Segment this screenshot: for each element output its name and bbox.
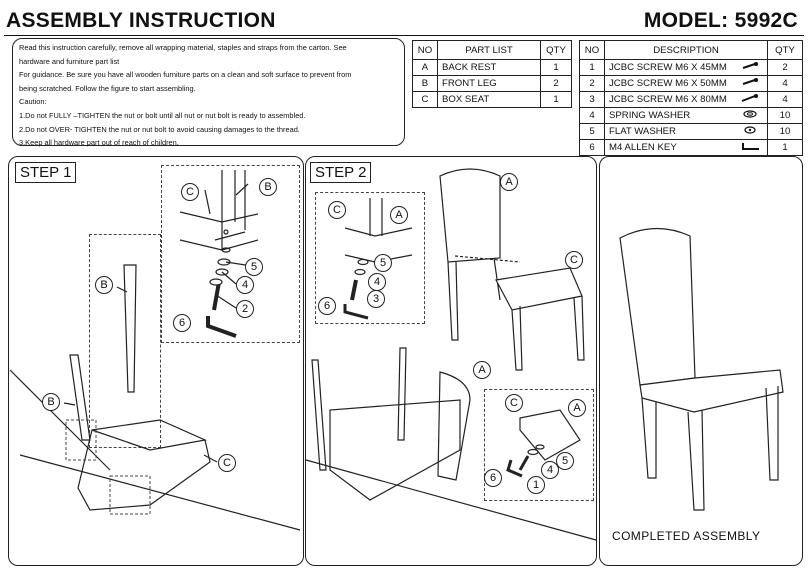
step1-label: STEP 1 (15, 162, 77, 183)
intro-line: being scratched. Follow the figure to st… (19, 83, 196, 93)
table-row: C BOX SEAT 1 (412, 91, 572, 108)
callout-1: 1 (527, 476, 545, 494)
callout-c: C (505, 394, 523, 412)
callout-5: 5 (556, 452, 574, 470)
callout-a: A (568, 399, 586, 417)
completed-panel (599, 156, 803, 566)
intro-line: 3.Keep all hardware part out of reach of… (19, 138, 179, 148)
step2-panel (305, 156, 597, 566)
table-header-row: NO PART LIST QTY (412, 40, 572, 60)
completed-leg-front-right (687, 409, 705, 511)
intro-line: hardware and furniture part list (19, 56, 120, 66)
callout-c: C (565, 251, 583, 269)
backrest-lower (437, 371, 471, 481)
intro-line: Caution: (19, 97, 47, 107)
callout-4: 4 (368, 273, 386, 291)
table-header-row: NO DESCRIPTION QTY (579, 40, 803, 60)
step2-detail-frame (315, 192, 425, 324)
allen-key-icon (737, 139, 768, 156)
table-row: B FRONT LEG 2 (412, 75, 572, 92)
hw-no: 3 (579, 91, 605, 108)
table-row: 6 M4 ALLEN KEY 1 (579, 139, 803, 156)
header-divider (4, 35, 804, 36)
completed-leg-back (765, 386, 779, 481)
callout-6: 6 (318, 297, 336, 315)
callout-b: B (259, 178, 277, 196)
completed-assembly-caption: COMPLETED ASSEMBLY (612, 529, 761, 543)
callout-b: B (42, 393, 60, 411)
completed-seat (639, 369, 784, 413)
seat-box (77, 419, 211, 511)
hw-qty: 1 (767, 139, 803, 156)
step2-label: STEP 2 (310, 162, 372, 183)
model-number: MODEL: 5992C (643, 9, 798, 32)
step1-guide-frame (89, 234, 161, 448)
part-qty: 2 (540, 75, 572, 92)
callout-b: B (95, 276, 113, 294)
callout-5: 5 (245, 258, 263, 276)
parts-table: NO PART LIST QTY A BACK REST 1 B FRONT L… (412, 40, 572, 108)
seat-box-lower (329, 399, 461, 501)
completed-leg-front-left (641, 397, 657, 479)
callout-c: C (181, 183, 199, 201)
table-edge (9, 369, 301, 531)
hardware-table: NO DESCRIPTION QTY 1 JCBC SCREW M6 X 45M… (579, 40, 803, 156)
callout-2: 2 (236, 300, 254, 318)
hw-no: 2 (579, 75, 605, 92)
backrest (439, 168, 501, 263)
part-qty: 1 (540, 91, 572, 108)
col-header-qty: QTY (767, 40, 803, 60)
intro-line: For guidance. Be sure you have all woode… (19, 70, 352, 80)
callout-c: C (328, 201, 346, 219)
callout-a: A (473, 361, 491, 379)
intro-box: Read this instruction carefully, remove … (12, 38, 405, 147)
bolt-stack-step2 (343, 258, 369, 320)
step2-detail-frame-lower (484, 389, 594, 501)
step1-panel (8, 156, 304, 566)
callout-6: 6 (484, 469, 502, 487)
intro-line: 1.Do not FULLY –TIGHTEN the nut or bolt … (19, 110, 306, 120)
callout-a: A (390, 206, 408, 224)
callout-6: 6 (173, 314, 191, 332)
intro-line: Read this instruction carefully, remove … (19, 43, 347, 52)
step1-detail-frame (161, 165, 300, 343)
callout-a: A (500, 173, 518, 191)
table-row: 4 SPRING WASHER 10 (579, 107, 803, 124)
callout-4: 4 (541, 461, 559, 479)
loose-leg (123, 264, 137, 393)
bolt-stack-lower (506, 444, 545, 478)
callout-4: 4 (236, 276, 254, 294)
callout-5: 5 (374, 254, 392, 272)
table-row: 2 JCBC SCREW M6 X 50MM 4 (579, 75, 803, 92)
intro-line: 2.Do not OVER- TIGHTEN the nut or nut bo… (19, 124, 300, 134)
col-header-qty: QTY (540, 40, 572, 60)
bolt-stack (206, 229, 237, 338)
table-row: 5 FLAT WASHER 10 (579, 123, 803, 140)
completed-backrest (619, 227, 696, 386)
leg-outline (221, 170, 246, 230)
hw-no: 6 (579, 139, 605, 156)
hw-desc: M4 ALLEN KEY (604, 139, 737, 156)
part-name: BOX SEAT (437, 91, 541, 108)
page-title: ASSEMBLY INSTRUCTION (6, 9, 276, 32)
attached-leg (69, 354, 91, 441)
callout-c: C (218, 454, 236, 472)
callout-3: 3 (367, 290, 385, 308)
